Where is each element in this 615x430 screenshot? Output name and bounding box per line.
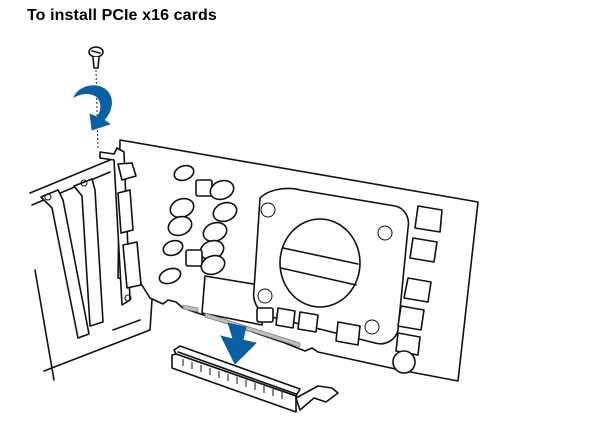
graphics-card — [99, 139, 479, 382]
slot-cover-2 — [73, 178, 104, 327]
cooler-fan — [279, 218, 361, 308]
gpu-cooler — [252, 187, 410, 345]
gold-fingers-short — [182, 304, 199, 313]
pcie-x16-slot — [171, 345, 339, 413]
memory-chips — [275, 205, 443, 374]
rotate-arrow-icon — [73, 85, 112, 131]
page-title: To install PCIe x16 cards — [27, 7, 217, 24]
chassis-slot-brackets — [29, 159, 154, 381]
port-dvi — [117, 189, 134, 234]
down-arrow-icon — [220, 322, 257, 365]
gold-fingers-long — [204, 312, 301, 348]
port-1 — [117, 162, 137, 181]
components — [158, 164, 266, 326]
screw-icon — [88, 46, 104, 69]
port-vga — [122, 241, 142, 289]
slot-cover-1 — [40, 189, 90, 339]
gpu-chip — [201, 275, 266, 326]
slot-latch — [295, 385, 339, 411]
